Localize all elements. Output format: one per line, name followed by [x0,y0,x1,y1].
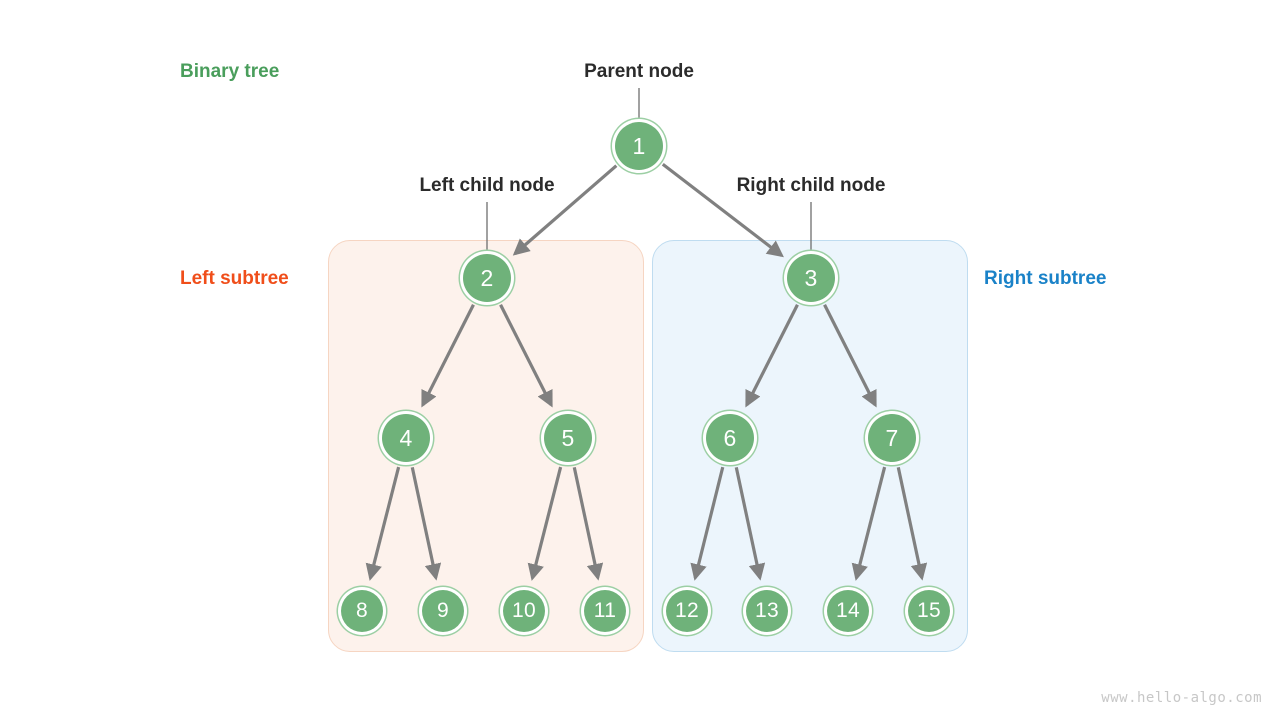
tree-node-label: 9 [437,599,449,622]
tree-node-3: 3 [787,254,835,302]
tree-node-label: 1 [632,132,646,159]
tree-node-9: 9 [422,590,464,632]
tree-node-label: 5 [561,424,575,451]
tree-edge-2-to-5 [499,304,553,408]
tree-node-label: 10 [512,599,536,622]
tree-node-6: 6 [706,414,754,462]
tree-node-10: 10 [503,590,545,632]
tree-node-label: 6 [723,424,737,451]
tree-edge-6-to-12 [690,466,725,581]
left-child-node-callout: Left child node [419,175,555,196]
parent-node-callout: Parent node [584,61,694,82]
tree-node-label: 4 [399,424,413,451]
left-subtree-panel [328,240,644,652]
tree-edge-4-to-9 [410,467,442,581]
tree-node-label: 14 [836,599,860,622]
edge-group [365,162,928,581]
tree-node-12: 12 [666,590,708,632]
tree-edge-1-to-2 [512,164,618,256]
tree-edge-3-to-7 [823,304,877,408]
right-subtree-panel [652,240,968,652]
tree-node-4: 4 [382,414,430,462]
tree-edge-6-to-13 [734,467,766,581]
tree-node-7: 7 [868,414,916,462]
tree-node-13: 13 [746,590,788,632]
tree-node-8: 8 [341,590,383,632]
tree-node-label: 13 [755,599,779,622]
tree-node-label: 3 [804,264,818,291]
page-title: Binary tree [180,61,280,82]
right-subtree-label: Right subtree [984,268,1107,289]
tree-node-label: 2 [480,264,494,291]
site-watermark: www.hello-algo.com [1101,690,1262,706]
tree-edge-5-to-11 [572,467,604,581]
tree-node-5: 5 [544,414,592,462]
right-child-node-callout: Right child node [736,175,886,196]
left-subtree-label: Left subtree [180,268,289,289]
tree-node-14: 14 [827,590,869,632]
tree-edge-1-to-3 [661,162,784,258]
tree-node-label: 8 [356,599,368,622]
tree-node-15: 15 [908,590,950,632]
tree-node-label: 15 [917,599,941,622]
tree-node-label: 7 [885,424,899,451]
tree-edge-2-to-4 [421,304,475,408]
tree-node-11: 11 [584,590,626,632]
tree-edge-3-to-6 [745,304,799,408]
tree-node-label: 11 [593,599,617,622]
tree-edge-4-to-8 [365,466,401,581]
tree-edge-5-to-10 [527,466,563,581]
tree-node-label: 12 [675,599,699,622]
tree-node-1: 1 [615,122,663,170]
tree-node-2: 2 [463,254,511,302]
tree-edge-7-to-15 [896,467,928,581]
callout-leader-lines [486,88,812,251]
tree-edge-7-to-14 [851,466,887,581]
